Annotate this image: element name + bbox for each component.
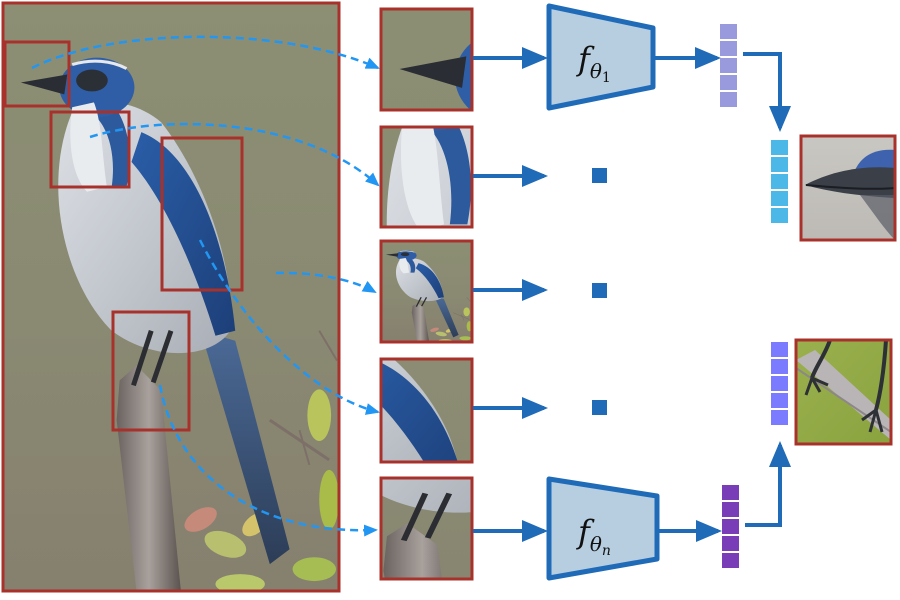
embedding-n-cell <box>722 485 739 500</box>
output-feet-embedding-cell <box>771 376 788 391</box>
output-beak-embedding-cell <box>771 191 788 206</box>
ellipsis-square-3 <box>592 400 607 415</box>
source-image-border <box>1 1 341 593</box>
output-beak-embedding-cell <box>771 140 788 155</box>
crop-box-wing <box>160 136 244 292</box>
embedding-1-cell <box>720 75 737 90</box>
crop-box-beak <box>3 40 71 108</box>
thumbnail-wing <box>379 357 474 464</box>
embedding-vector-n <box>722 485 739 568</box>
dashed-arrow-wing <box>198 239 380 415</box>
thumbnail-arrows <box>473 47 548 542</box>
output-beak-embedding-cell <box>771 174 788 189</box>
source-image <box>1 1 341 593</box>
output-beak-image <box>799 134 897 242</box>
arrow-to-feet-output <box>745 441 791 527</box>
output-feet-embedding-cell <box>771 342 788 357</box>
output-feet-embedding-cell <box>771 359 788 374</box>
embedding-vector-1 <box>720 24 737 107</box>
crop-thumbnails <box>379 7 474 581</box>
crop-box-throat <box>49 110 131 189</box>
output-beak-embedding-cell <box>771 208 788 223</box>
crop-connectors <box>31 35 380 537</box>
ellipsis-square-1 <box>592 168 607 183</box>
thumbnail-feet <box>379 476 474 581</box>
thumbnail-whole-bird <box>379 239 474 344</box>
thumbnail-beak <box>379 7 474 112</box>
arrow-to-beak-output <box>743 52 791 132</box>
thumbnail-throat <box>379 125 474 229</box>
embedding-1-cell <box>720 24 737 39</box>
output-vector-beak <box>771 140 788 223</box>
dashed-arrow-whole <box>275 271 377 294</box>
embedding-1-cell <box>720 41 737 56</box>
embedding-n-cell <box>722 536 739 551</box>
crop-box-feet <box>111 310 191 432</box>
dashed-arrow-feet <box>158 384 378 537</box>
encoder-label-1: fθ1 <box>576 40 611 86</box>
output-feet-embedding-cell <box>771 410 788 425</box>
output-feet-image <box>794 338 893 446</box>
embedding-1-cell <box>720 58 737 73</box>
encoder-theta-n: fθn <box>546 476 660 581</box>
embedding-n-cell <box>722 502 739 517</box>
encoder-theta-1: fθ1 <box>546 3 656 111</box>
output-feet-embedding-cell <box>771 393 788 408</box>
embedding-1-cell <box>720 92 737 107</box>
dashed-arrow-throat <box>89 122 380 187</box>
ellipsis-markers <box>592 168 607 415</box>
embedding-n-cell <box>722 553 739 568</box>
dashed-arrow-beak <box>31 35 380 70</box>
output-vector-feet <box>771 342 788 425</box>
output-beak-embedding-cell <box>771 157 788 172</box>
ellipsis-square-2 <box>592 283 607 298</box>
crop-boxes <box>3 40 244 432</box>
embedding-n-cell <box>722 519 739 534</box>
